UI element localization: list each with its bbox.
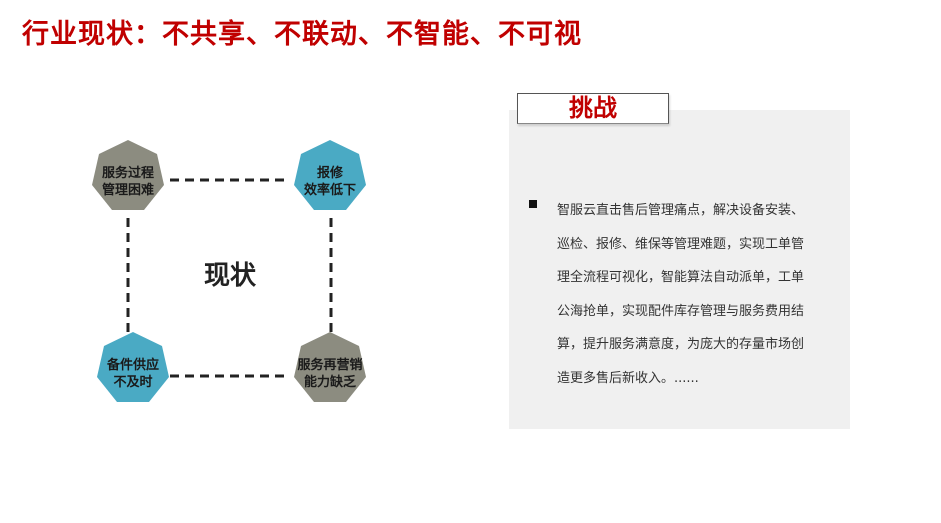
page-title: 行业现状：不共享、不联动、不智能、不可视 bbox=[22, 19, 582, 50]
node-label-line: 报修 bbox=[316, 166, 343, 181]
challenge-title: 挑战 bbox=[569, 94, 617, 122]
node-label-line: 服务过程 bbox=[101, 166, 154, 181]
challenge-title-box bbox=[517, 93, 669, 124]
challenge-text: 智服云直击售后管理痛点，解决设备安装、巡检、报修、维保等管理难题，实现工单管理全… bbox=[557, 203, 805, 386]
node-label-line: 不及时 bbox=[113, 375, 153, 390]
node-heptagon-top-left bbox=[92, 140, 164, 210]
square-bullet-icon bbox=[529, 200, 537, 208]
diagram-center-label: 现状 bbox=[203, 261, 256, 291]
node-label-bottom-right: 服务再营销 能力缺乏 bbox=[285, 357, 375, 391]
node-label-line: 备件供应 bbox=[106, 358, 159, 373]
node-label-line: 效率低下 bbox=[303, 183, 356, 198]
node-label-top-right: 报修 效率低下 bbox=[285, 165, 375, 199]
node-heptagon-bottom-right bbox=[294, 332, 366, 402]
node-label-bottom-left: 备件供应 不及时 bbox=[88, 357, 178, 391]
node-label-line: 服务再营销 bbox=[297, 358, 363, 373]
node-label-line: 能力缺乏 bbox=[303, 375, 356, 390]
node-heptagon-bottom-left bbox=[97, 332, 169, 402]
node-label-line: 管理困难 bbox=[101, 183, 154, 198]
node-heptagon-top-right bbox=[294, 140, 366, 210]
challenge-panel bbox=[509, 110, 850, 429]
node-label-top-left: 服务过程 管理困难 bbox=[83, 165, 173, 199]
